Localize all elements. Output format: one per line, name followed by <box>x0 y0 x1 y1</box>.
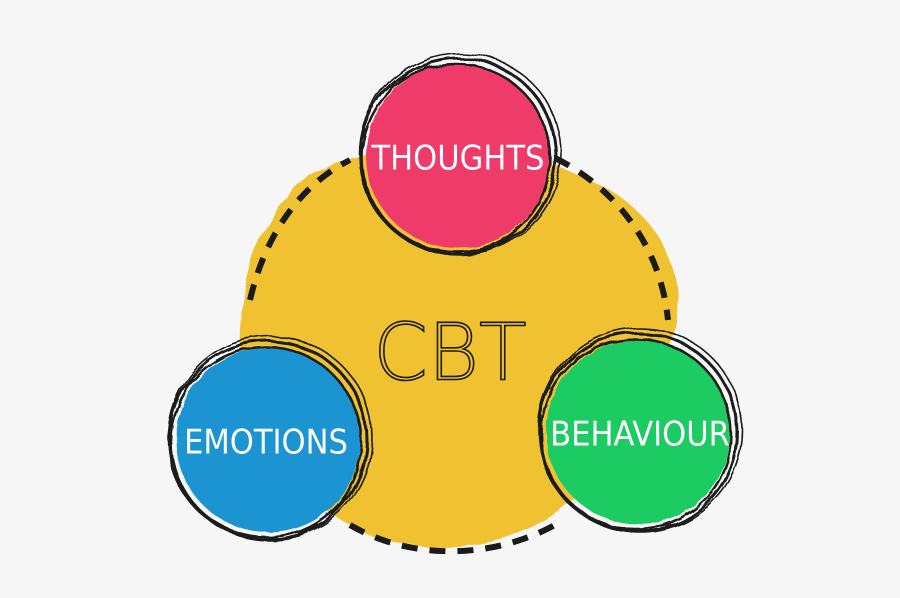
node-thoughts: THOUGHTS <box>358 52 562 256</box>
center-label: CBT <box>373 309 526 399</box>
node-behaviour: BEHAVIOUR <box>537 327 743 533</box>
emotions-label: EMOTIONS <box>184 423 348 463</box>
behaviour-label: BEHAVIOUR <box>550 415 730 455</box>
node-emotions: EMOTIONS <box>167 335 373 541</box>
thoughts-label: THOUGHTS <box>371 139 545 179</box>
thoughts-circle <box>366 64 550 248</box>
behaviour-circle <box>546 340 730 524</box>
emotions-circle <box>176 348 360 532</box>
hub-dashed-outline <box>247 155 671 555</box>
